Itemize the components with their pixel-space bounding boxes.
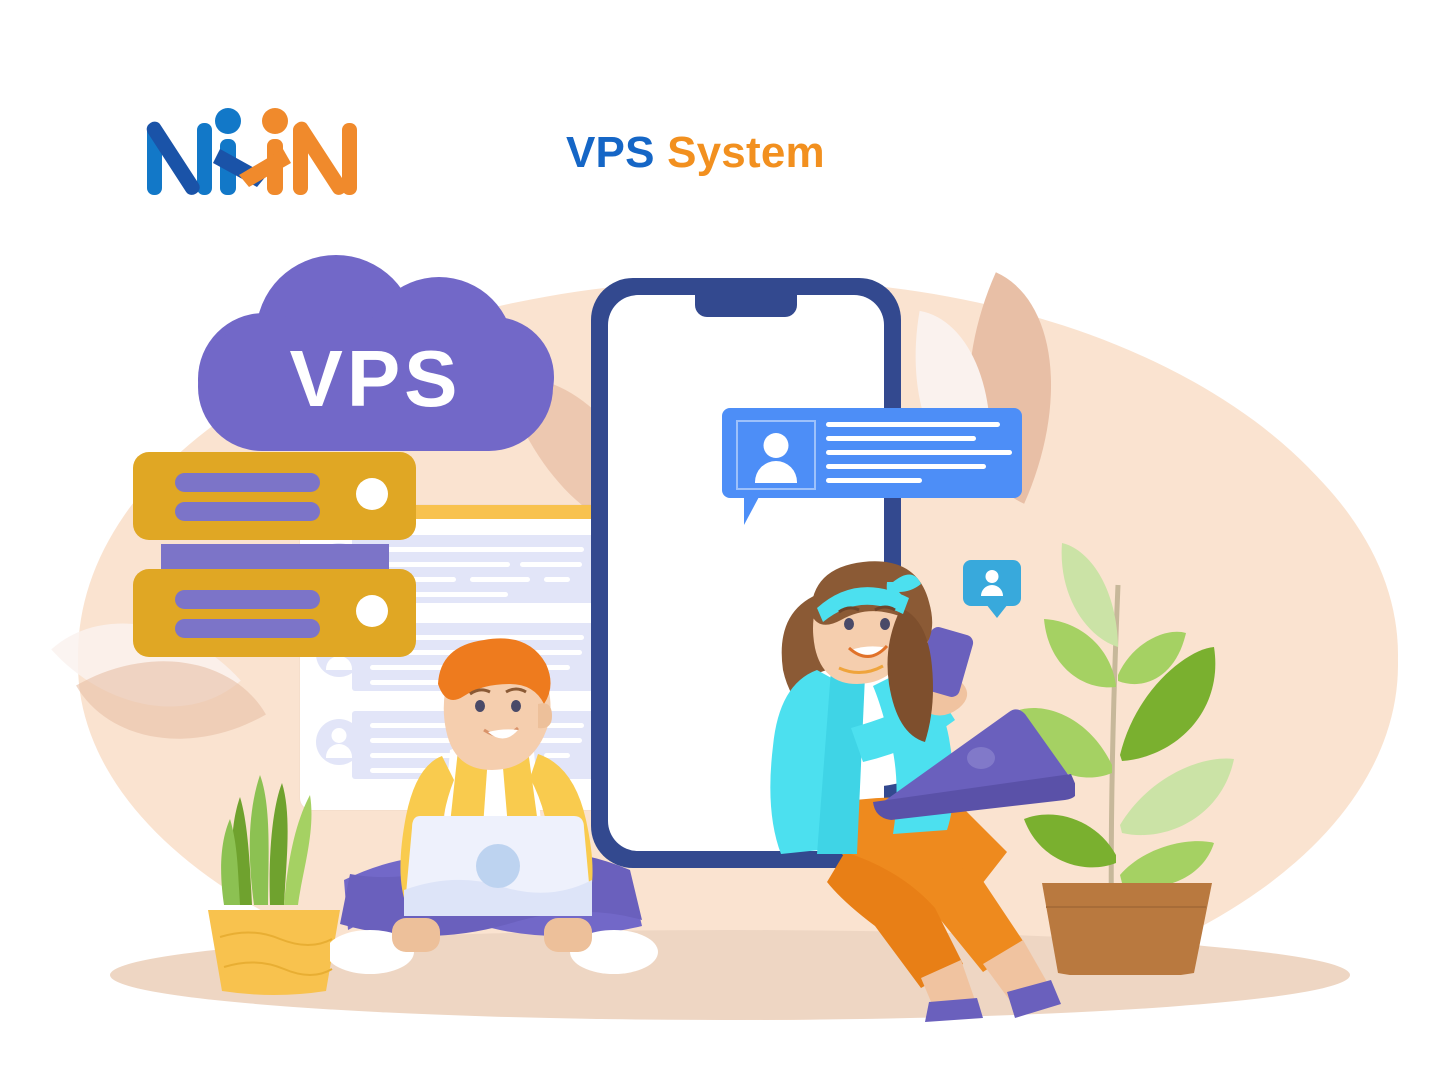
brand-word-system: System [667,128,825,177]
woman-shoe-right [1007,980,1061,1018]
chat-avatar-icon [736,420,816,490]
server-rack [133,452,416,657]
server-unit-top [133,452,416,540]
man-hair [438,638,551,704]
mini-bubble-tail [986,604,1008,618]
nmn-logo[interactable] [145,105,360,200]
woman-lower-leg-front [827,852,963,988]
woman-necklace [838,664,884,674]
woman-headband-bow [886,574,921,608]
woman-with-laptop [770,561,1075,1022]
man-with-laptop [330,638,658,974]
logo-orange-figure [239,108,291,195]
nmn-logo-svg [146,108,357,195]
logo-blue-n [146,121,212,195]
mini-notification-bubble[interactable] [963,560,1021,606]
potted-snake-plant [208,775,340,995]
woman-hair-side [887,608,933,742]
woman-shoe-left [925,998,983,1022]
logo-blue-figure [213,108,267,195]
woman-headband [817,587,909,622]
page-title: VPS System [566,128,825,178]
chat-bubble[interactable] [722,408,1022,498]
brand-word-vps: VPS [566,128,655,177]
potted-leafy-plant [1016,543,1234,975]
man-shoe-right [570,930,658,974]
server-unit-bottom [133,569,416,657]
chat-bubble-tail [744,495,760,525]
man-laptop [404,816,592,916]
logo-orange-n [293,121,357,195]
woman-laptop [873,709,1075,820]
vps-cloud: VPS [198,255,554,455]
phone-notch [695,295,797,317]
server-divider [161,544,389,572]
cloud-label: VPS [289,334,462,423]
